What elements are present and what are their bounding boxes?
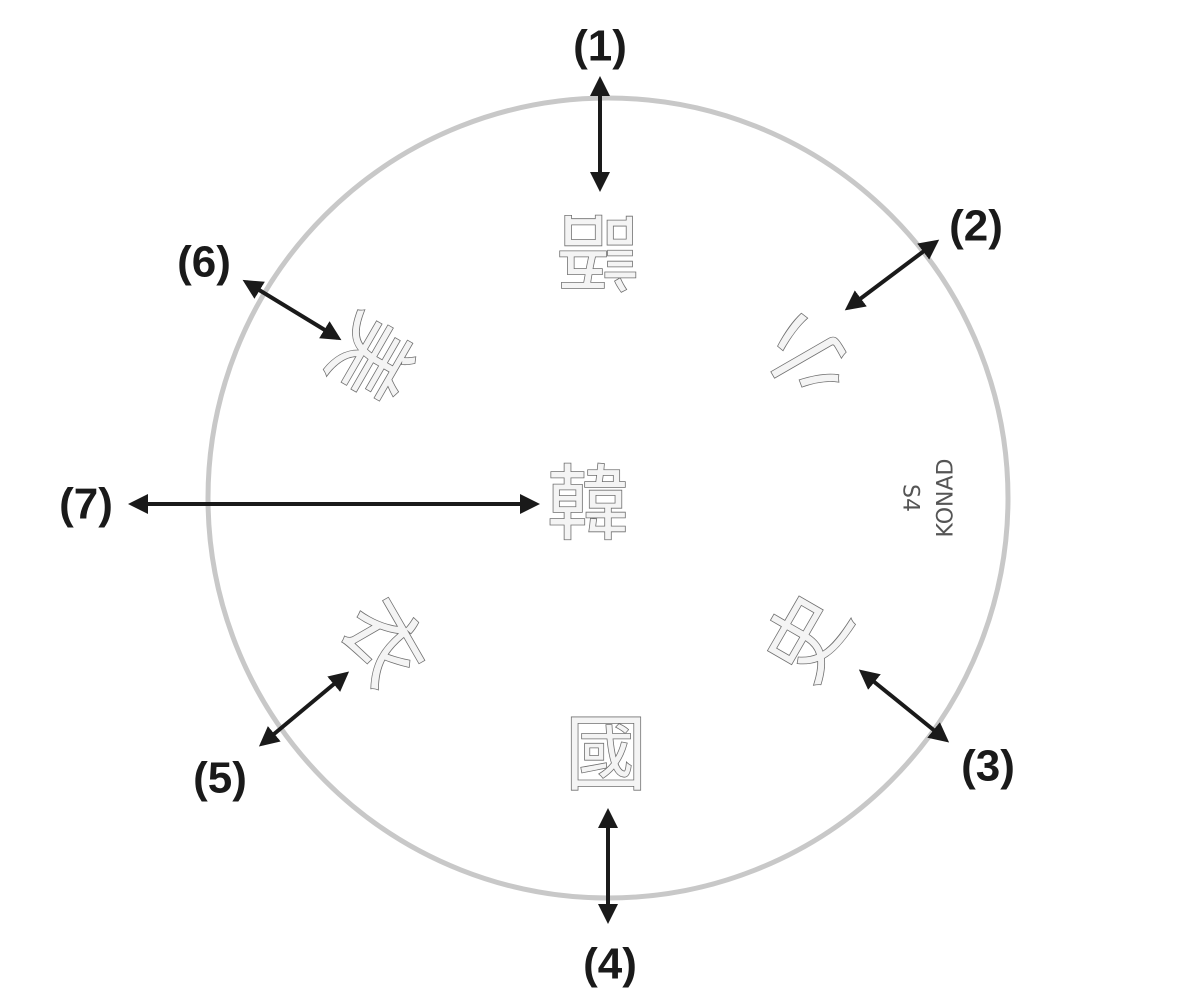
callout-arrows [128,76,950,924]
plate-code: S4 [898,484,923,512]
character-1: 語 [557,203,639,298]
label-6: (6) [177,238,231,287]
plate-markings: S4 KONAD [898,459,959,538]
label-1: (1) [573,22,627,71]
label-2: (2) [949,202,1003,251]
label-7: (7) [59,480,113,529]
callout-labels: (1) (2) (3) (4) (5) (6) (7) [59,22,1015,989]
label-4: (4) [583,940,637,989]
arrow-5 [258,671,350,747]
character-7: 韓 [547,458,629,553]
arrow-3 [858,669,950,743]
arrow-2 [844,239,940,311]
label-5: (5) [193,754,247,803]
label-3: (3) [961,742,1015,791]
arrow-6 [242,279,342,341]
character-4: 國 [565,708,647,803]
plate-brand: KONAD [934,459,959,538]
